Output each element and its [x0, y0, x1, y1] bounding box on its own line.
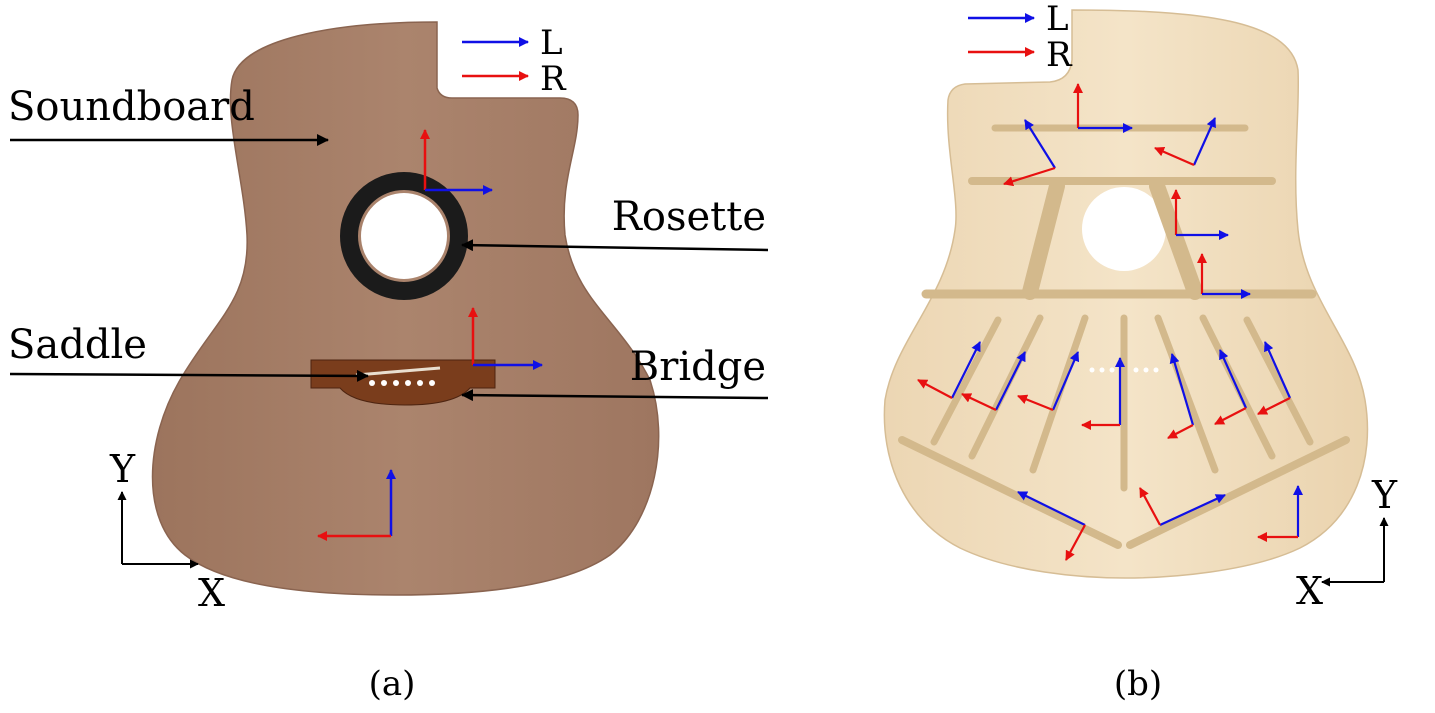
legend-a: L R	[462, 23, 567, 99]
legend-r-label-b: R	[1046, 35, 1073, 75]
saddle-label: Saddle	[8, 322, 147, 368]
direction-arrows-a	[317, 129, 543, 541]
panel-a: Soundboard Rosette Saddle Bridge L R Y X	[8, 21, 769, 704]
axes-b: Y X	[1296, 473, 1398, 613]
saddle-leader	[9, 369, 369, 382]
axes-a: Y X	[109, 447, 225, 615]
direction-arrows-b	[917, 83, 1303, 561]
legend-b: L R	[968, 0, 1073, 75]
rosette-leader	[461, 239, 769, 252]
soundboard-outline	[151, 21, 660, 596]
panel-b: L R	[883, 0, 1398, 704]
x-axis-label-b: X	[1296, 569, 1323, 613]
rosette-label: Rosette	[612, 194, 766, 240]
bridge-pins	[369, 380, 435, 386]
bridge-label: Bridge	[630, 344, 766, 390]
caption-a: (a)	[369, 664, 416, 704]
y-axis-label-b: Y	[1371, 473, 1398, 517]
sound-hole-b	[1082, 187, 1166, 271]
saddle-strip	[355, 366, 441, 377]
bridge-plate-dots	[1089, 367, 1159, 373]
rosette-ring	[340, 172, 468, 300]
legend-l-label: L	[540, 23, 563, 63]
legend-l-label-b: L	[1046, 0, 1069, 39]
y-axis-label-a: Y	[109, 447, 136, 491]
soundboard-label: Soundboard	[8, 84, 255, 130]
bridge-leader	[461, 389, 769, 402]
x-axis-label-a: X	[198, 571, 225, 615]
legend-r-label: R	[540, 59, 567, 99]
caption-b: (b)	[1114, 664, 1162, 704]
sound-hole	[361, 193, 447, 279]
